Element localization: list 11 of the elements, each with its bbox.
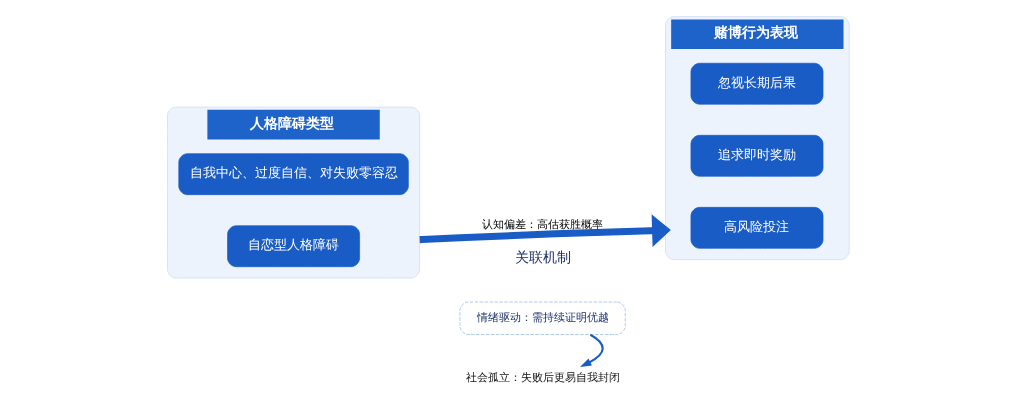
node-box: 自我中心、过度自信、对失败零容忍: [177, 153, 409, 195]
label: 关联机制: [514, 248, 571, 265]
node-box: 高风险投注: [690, 207, 823, 249]
edge-label: 认知偏差：高估获胜概率: [481, 217, 603, 230]
node-box: 忽视长期后果: [690, 62, 823, 105]
node-box: 情绪驱动：需持续证明优越: [459, 301, 626, 335]
arrow: [579, 333, 604, 367]
node-text: 社会孤立：失败后更易自我封闭: [465, 370, 620, 383]
node-box: 追求即时奖励: [690, 134, 823, 177]
node-box: 自恋型人格障碍: [226, 225, 360, 268]
arrow: [419, 214, 671, 248]
